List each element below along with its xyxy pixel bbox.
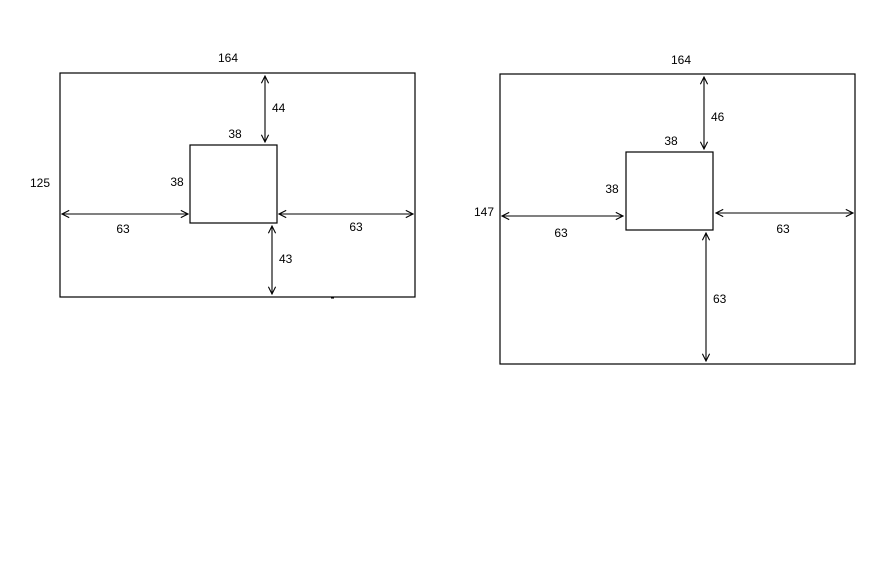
outer-height-label: 125 (30, 176, 50, 190)
outer-rectangle (499, 73, 856, 365)
inner-square (189, 144, 278, 224)
inner-width-label: 38 (664, 134, 678, 148)
inner-height-label: 38 (170, 175, 184, 189)
diagram-2: 164 147 46 38 38 63 63 63 (474, 53, 856, 365)
gap-right-label: 63 (776, 222, 790, 236)
outer-width-label: 164 (671, 53, 691, 67)
gap-right-label: 63 (349, 220, 363, 234)
inner-height-label: 38 (605, 182, 619, 196)
outer-width-label: 164 (218, 51, 238, 65)
gap-left-label: 63 (554, 226, 568, 240)
outer-height-label: 147 (474, 205, 494, 219)
gap-top-label: 44 (272, 101, 286, 115)
gap-bottom-label: 43 (279, 252, 293, 266)
diagram-1: 164 125 44 38 38 63 63 43 (30, 51, 416, 299)
gap-top-label: 46 (711, 110, 725, 124)
gap-bottom-label: 63 (713, 292, 727, 306)
inner-square (625, 151, 714, 231)
inner-width-label: 38 (228, 127, 242, 141)
outer-rectangle (59, 72, 416, 298)
gap-left-label: 63 (116, 222, 130, 236)
